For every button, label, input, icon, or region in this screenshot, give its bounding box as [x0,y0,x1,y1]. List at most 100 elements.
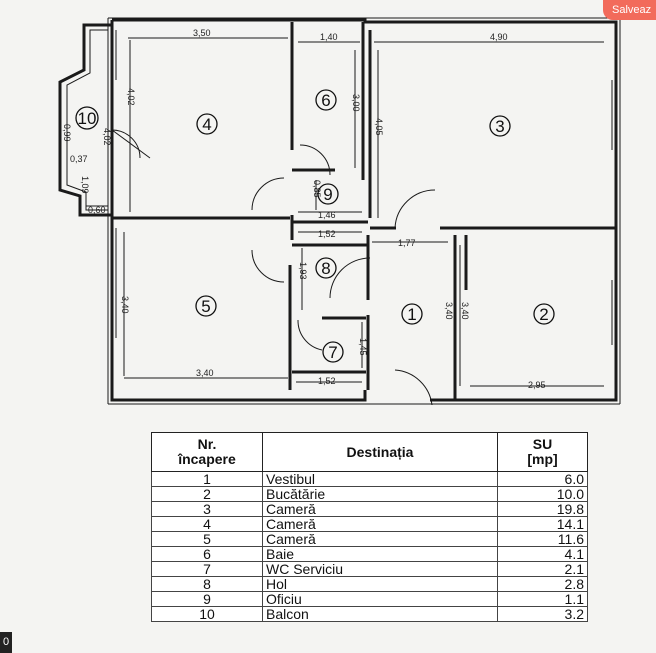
svg-text:2: 2 [539,305,548,324]
dim-r4-height-outer: 4,02 [102,128,112,146]
dimension-lines [86,37,604,387]
dim-r5-height: 3,40 [120,296,130,314]
room-label-4: 4 [196,113,218,135]
header-su: SU [mp] [497,432,588,472]
dim-r5-width: 3,40 [196,368,214,378]
dim-r1-width: 1,77 [398,238,416,248]
room-label-9: 9 [317,183,339,205]
dim-r7-width: 1,52 [318,376,336,386]
room-label-5: 5 [195,295,217,317]
header-nr-line1: Nr. [197,436,217,452]
cell-su: 6.0 [497,471,588,487]
svg-text:1: 1 [407,305,416,324]
dim-r1-height: 3,40 [444,302,454,320]
door-swings [111,129,436,406]
cell-destination: Vestibul [262,471,498,487]
balcony-outline [58,23,112,217]
dim-balcony-d: 0,60 [88,205,106,215]
dim-balcony-a: 0,99 [62,124,72,142]
dim-r7-height: 1,45 [358,338,368,356]
interior-walls [112,22,616,400]
cell-destination: Hol [262,576,498,592]
header-nr: Nr. încapere [151,432,263,472]
dim-balcony-b: 0,37 [70,154,88,164]
cell-destination: WC Serviciu [262,561,498,577]
cell-nr: 2 [151,486,263,502]
cell-nr: 1 [151,471,263,487]
cell-su: 3.2 [497,606,588,622]
save-button[interactable]: Salveaz [603,0,656,20]
svg-text:5: 5 [201,297,210,316]
cell-su: 10.0 [497,486,588,502]
dim-r6-height: 3,00 [351,94,361,112]
dim-r4-height: 4,02 [126,88,136,106]
room-label-6: 6 [315,89,337,111]
cell-nr: 10 [151,606,263,622]
dim-r8-height: 1,93 [298,262,308,280]
cell-destination: Bucătărie [262,486,498,502]
header-su-line2: [mp] [527,451,558,467]
cell-nr: 5 [151,531,263,547]
room-label-3: 3 [489,115,511,137]
cell-su: 2.8 [497,576,588,592]
svg-text:10: 10 [78,109,97,128]
floor-plan: 3,50 1,40 4,90 4,02 4,02 3,00 4,05 0,85 … [58,17,621,406]
room-label-2: 2 [533,303,555,325]
cell-su: 4.1 [497,546,588,562]
room-label-1: 1 [401,303,423,325]
dim-r6-width: 1,40 [320,32,338,42]
cell-destination: Cameră [262,516,498,532]
cell-destination: Cameră [262,501,498,517]
cell-su: 1.1 [497,591,588,607]
cell-destination: Oficiu [262,591,498,607]
svg-text:6: 6 [321,91,330,110]
cell-su: 11.6 [497,531,588,547]
dim-r8-width: 1,52 [318,229,336,239]
dim-r9-height: 0,85 [312,180,322,198]
corner-counter: 0 [0,632,12,653]
outer-walls [107,17,621,405]
cell-nr: 4 [151,516,263,532]
dim-r4-width: 3,50 [193,28,211,38]
cell-destination: Baie [262,546,498,562]
cell-destination: Cameră [262,531,498,547]
dim-r2-height: 3,40 [460,302,470,320]
room-label-7: 7 [322,341,344,363]
svg-text:4: 4 [202,115,211,134]
dim-r9-width: 1,46 [318,210,336,220]
table-header-row: Nr. încapere Destinația SU [mp] [151,432,588,472]
header-destination: Destinația [262,432,498,472]
svg-text:8: 8 [321,259,330,278]
room-label-10: 10 [75,106,99,130]
svg-text:3: 3 [495,117,504,136]
cell-nr: 7 [151,561,263,577]
dim-r2-width: 2,95 [528,380,546,390]
cell-nr: 9 [151,591,263,607]
dim-r3-width: 4,90 [490,32,508,42]
svg-text:9: 9 [323,185,332,204]
cell-nr: 8 [151,576,263,592]
room-labels: 4 6 3 10 9 8 5 1 2 7 [75,89,555,363]
cell-su: 14.1 [497,516,588,532]
cell-nr: 6 [151,546,263,562]
cell-su: 2.1 [497,561,588,577]
cell-su: 19.8 [497,501,588,517]
cell-nr: 3 [151,501,263,517]
cell-destination: Balcon [262,606,498,622]
svg-text:7: 7 [328,343,337,362]
dimension-texts: 3,50 1,40 4,90 4,02 4,02 3,00 4,05 0,85 … [62,28,546,390]
dim-r3-height: 4,05 [374,118,384,136]
header-su-line1: SU [532,436,553,452]
room-label-8: 8 [315,257,337,279]
header-nr-line2: încapere [178,451,236,467]
